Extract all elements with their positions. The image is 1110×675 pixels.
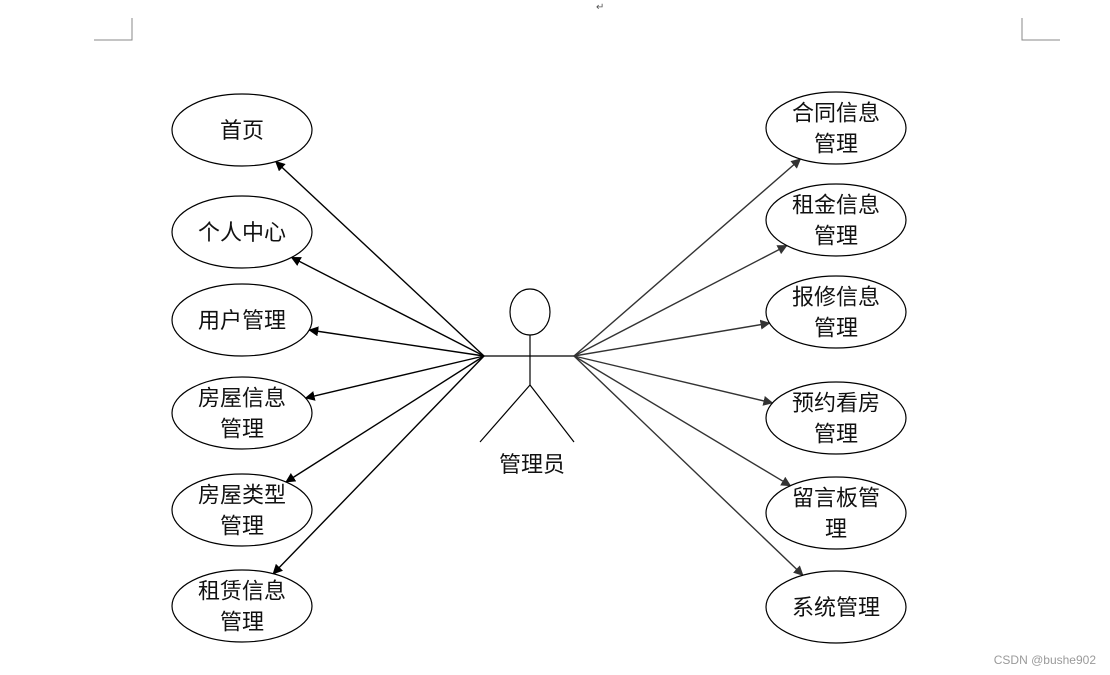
use-case-ellipse xyxy=(765,381,907,455)
use-case-label: 管理 xyxy=(814,317,858,342)
use-case-ellipse xyxy=(171,569,313,643)
use-case-label: 管理 xyxy=(814,133,858,158)
use-case-label: 个人中心 xyxy=(198,221,286,246)
actor-head xyxy=(509,288,551,336)
use-case-ellipse xyxy=(171,376,313,450)
margin-mark-top-left xyxy=(94,18,133,41)
connector-left-6 xyxy=(272,355,485,575)
use-case-ellipse xyxy=(171,195,313,269)
use-case-left-3: 用户管理 xyxy=(171,283,313,357)
use-case-ellipse xyxy=(171,93,313,167)
connector-left-2 xyxy=(290,256,485,357)
watermark: CSDN @bushe902 xyxy=(993,653,1096,667)
connector-right-5 xyxy=(573,355,792,487)
use-case-label: 管理 xyxy=(814,423,858,448)
use-case-ellipse xyxy=(765,476,907,550)
use-case-label: 报修信息 xyxy=(792,286,880,311)
use-case-left-1: 首页 xyxy=(171,93,313,167)
use-case-ellipse xyxy=(171,473,313,547)
connector-right-1 xyxy=(573,158,802,357)
use-case-left-2: 个人中心 xyxy=(171,195,313,269)
connector-left-3 xyxy=(308,326,485,357)
use-case-ellipse xyxy=(765,183,907,257)
use-case-label: 管理 xyxy=(814,225,858,250)
use-case-label: 首页 xyxy=(220,119,264,144)
use-case-label: 租赁信息 xyxy=(198,580,286,605)
use-case-label: 管理 xyxy=(220,515,264,540)
use-case-label: 系统管理 xyxy=(792,596,880,621)
use-case-label: 合同信息 xyxy=(792,102,880,127)
use-case-label: 租金信息 xyxy=(792,194,880,219)
use-case-label: 房屋类型 xyxy=(198,484,286,509)
paragraph-mark: ↵ xyxy=(596,2,604,13)
use-case-label: 理 xyxy=(825,518,847,543)
use-case-label: 管理 xyxy=(220,418,264,443)
connector-right-6 xyxy=(573,355,804,576)
actor-admin xyxy=(479,288,576,443)
use-case-label: 用户管理 xyxy=(198,309,286,334)
connector-left-5 xyxy=(285,355,485,483)
use-case-ellipse xyxy=(765,570,907,644)
use-case-ellipse xyxy=(765,91,907,165)
connector-left-4 xyxy=(304,355,485,401)
use-case-ellipse xyxy=(171,283,313,357)
actor-label: 管理员 xyxy=(499,453,565,478)
use-case-label: 房屋信息 xyxy=(198,387,286,412)
actor-right-leg xyxy=(529,384,575,443)
connector-right-3 xyxy=(573,319,771,357)
use-case-ellipse xyxy=(765,275,907,349)
use-case-label: 预约看房 xyxy=(792,392,880,417)
connector-right-4 xyxy=(573,355,774,406)
connector-left-1 xyxy=(275,160,485,357)
connector-right-2 xyxy=(573,244,788,357)
margin-mark-top-right xyxy=(1021,18,1060,41)
use-case-label: 管理 xyxy=(220,611,264,636)
use-case-right-6: 系统管理 xyxy=(765,570,907,644)
page-margin-marks xyxy=(94,18,1060,41)
use-case-label: 留言板管 xyxy=(792,487,880,512)
actor-left-leg xyxy=(479,384,531,443)
